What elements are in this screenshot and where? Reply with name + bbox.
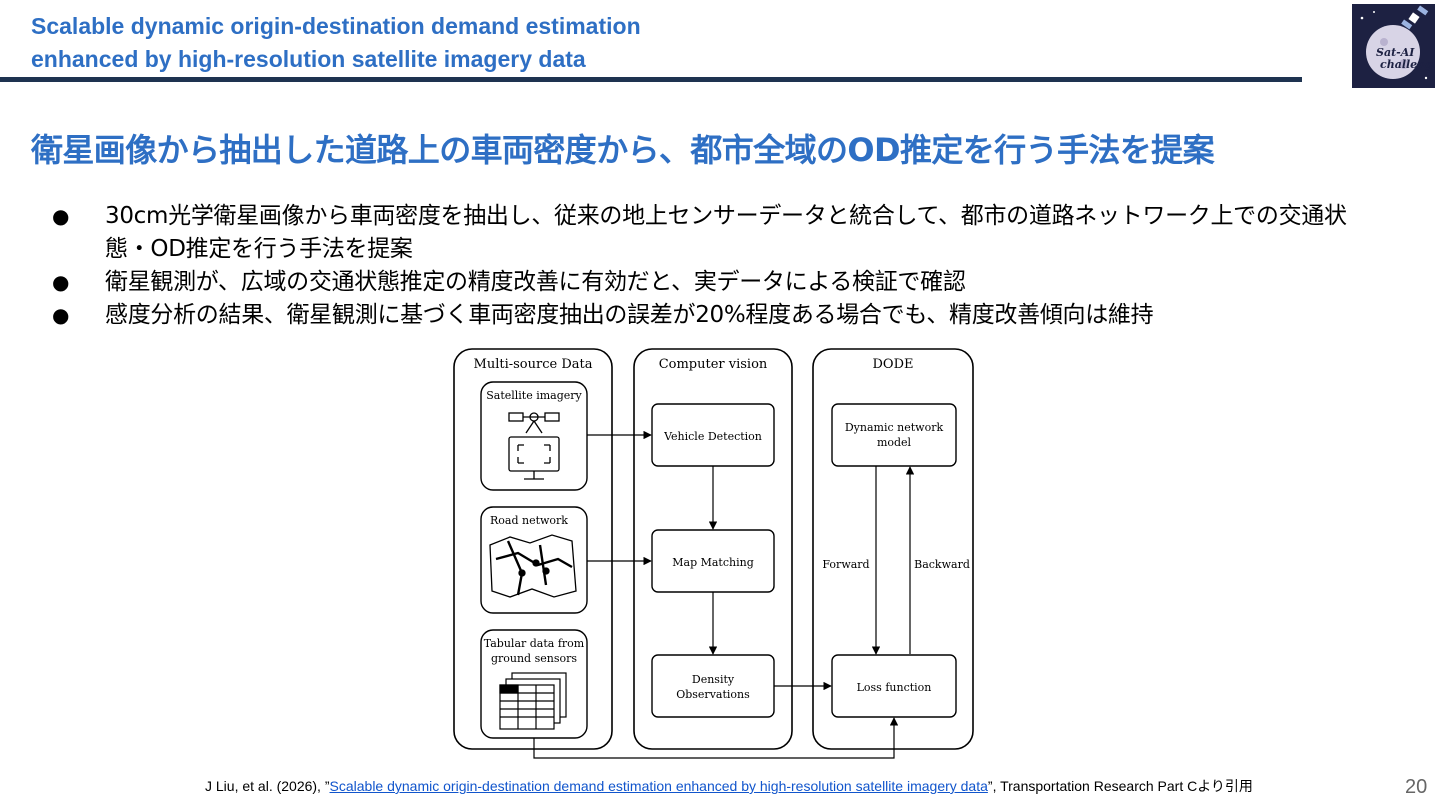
arrow-tabular-to-loss — [533, 717, 899, 759]
bullet-dot: ● — [52, 204, 70, 228]
slide-headline: 衛星画像から抽出した道路上の車両密度から、都市全域のOD推定を行う手法を提案 — [31, 131, 1215, 169]
bullet-item: ● 感度分析の結果、衛星観測に基づく車両密度抽出の誤差が20%程度ある場合でも、精… — [50, 299, 1380, 332]
tabular-label-2: ground sensors — [491, 652, 577, 665]
density-observations-box — [651, 654, 775, 718]
satellite-imagery-box — [480, 381, 588, 491]
logo-crater — [1380, 38, 1388, 46]
table-sheets-icon — [499, 672, 567, 730]
logo-star — [1424, 76, 1428, 80]
column-computer-vision — [633, 348, 793, 750]
sat-ai-challenge-logo: Sat-AI challenge — [1352, 4, 1435, 88]
road-network-box — [480, 506, 588, 614]
bullet-text: 感度分析の結果、衛星観測に基づく車両密度抽出の誤差が20%程度ある場合でも、精度… — [105, 302, 1154, 328]
bullet-dot: ● — [52, 303, 70, 327]
vehicle-detection-label: Vehicle Detection — [663, 430, 762, 443]
density-label-1: Density — [692, 673, 735, 686]
bullet-dot: ● — [52, 270, 70, 294]
slide-header-title: Scalable dynamic origin-destination dema… — [31, 10, 641, 76]
paper-link[interactable]: Scalable dynamic origin-destination dema… — [329, 778, 988, 794]
map-matching-label: Map Matching — [672, 556, 754, 569]
header-divider — [0, 77, 1302, 82]
dynamic-network-label-2: model — [877, 436, 912, 449]
bullet-item: ● 衛星観測が、広域の交通状態推定の精度改善に有効だと、実データによる検証で確認 — [50, 266, 1380, 299]
tabular-label-1: Tabular data from — [484, 637, 585, 650]
density-label-2: Observations — [676, 688, 750, 701]
loss-function-box — [831, 654, 957, 718]
satellite-monitor-icon — [508, 412, 560, 480]
bullet-text: 衛星観測が、広域の交通状態推定の精度改善に有効だと、実データによる検証で確認 — [105, 269, 966, 295]
dynamic-network-label-1: Dynamic network — [845, 421, 944, 434]
backward-label: Backward — [914, 558, 970, 571]
col3-title: DODE — [873, 357, 914, 372]
logo-star — [1360, 16, 1364, 20]
road-map-icon — [489, 534, 577, 598]
logo-star — [1373, 11, 1375, 13]
column-multi-source — [453, 348, 613, 750]
col2-title: Computer vision — [659, 357, 768, 372]
road-network-label: Road network — [490, 514, 568, 527]
logo-satellite-icon — [1401, 5, 1429, 30]
header-title-line-1: Scalable dynamic origin-destination dema… — [31, 13, 641, 39]
col1-title: Multi-source Data — [474, 357, 593, 372]
dynamic-network-model-box — [831, 403, 957, 467]
bullet-text: 30cm光学衛星画像から車両密度を抽出し、従来の地上センサーデータと統合して、都… — [105, 203, 1347, 262]
column-dode — [812, 348, 974, 750]
citation: J Liu, et al. (2026), ”Scalable dynamic … — [205, 777, 1253, 795]
bullet-item: ● 30cm光学衛星画像から車両密度を抽出し、従来の地上センサーデータと統合して、… — [50, 200, 1380, 266]
forward-label: Forward — [822, 558, 869, 571]
logo-crater — [1399, 59, 1409, 69]
satellite-imagery-label: Satellite imagery — [486, 389, 582, 402]
header-title-line-2: enhanced by high-resolution satellite im… — [31, 46, 586, 72]
logo-graphic: Sat-AI challenge — [1360, 5, 1435, 80]
bullet-list: ● 30cm光学衛星画像から車両密度を抽出し、従来の地上センサーデータと統合して、… — [50, 200, 1380, 332]
page-number: 20 — [1405, 776, 1428, 798]
logo-text-2: challenge — [1380, 58, 1435, 71]
citation-suffix: ”, Transportation Research Part Cより引用 — [987, 778, 1253, 794]
logo-text-1: Sat-AI — [1376, 46, 1415, 59]
method-diagram: Multi-source Data Computer vision DODE S… — [453, 348, 974, 759]
citation-prefix: J Liu, et al. (2026), ” — [205, 778, 330, 794]
loss-function-label: Loss function — [857, 681, 932, 694]
